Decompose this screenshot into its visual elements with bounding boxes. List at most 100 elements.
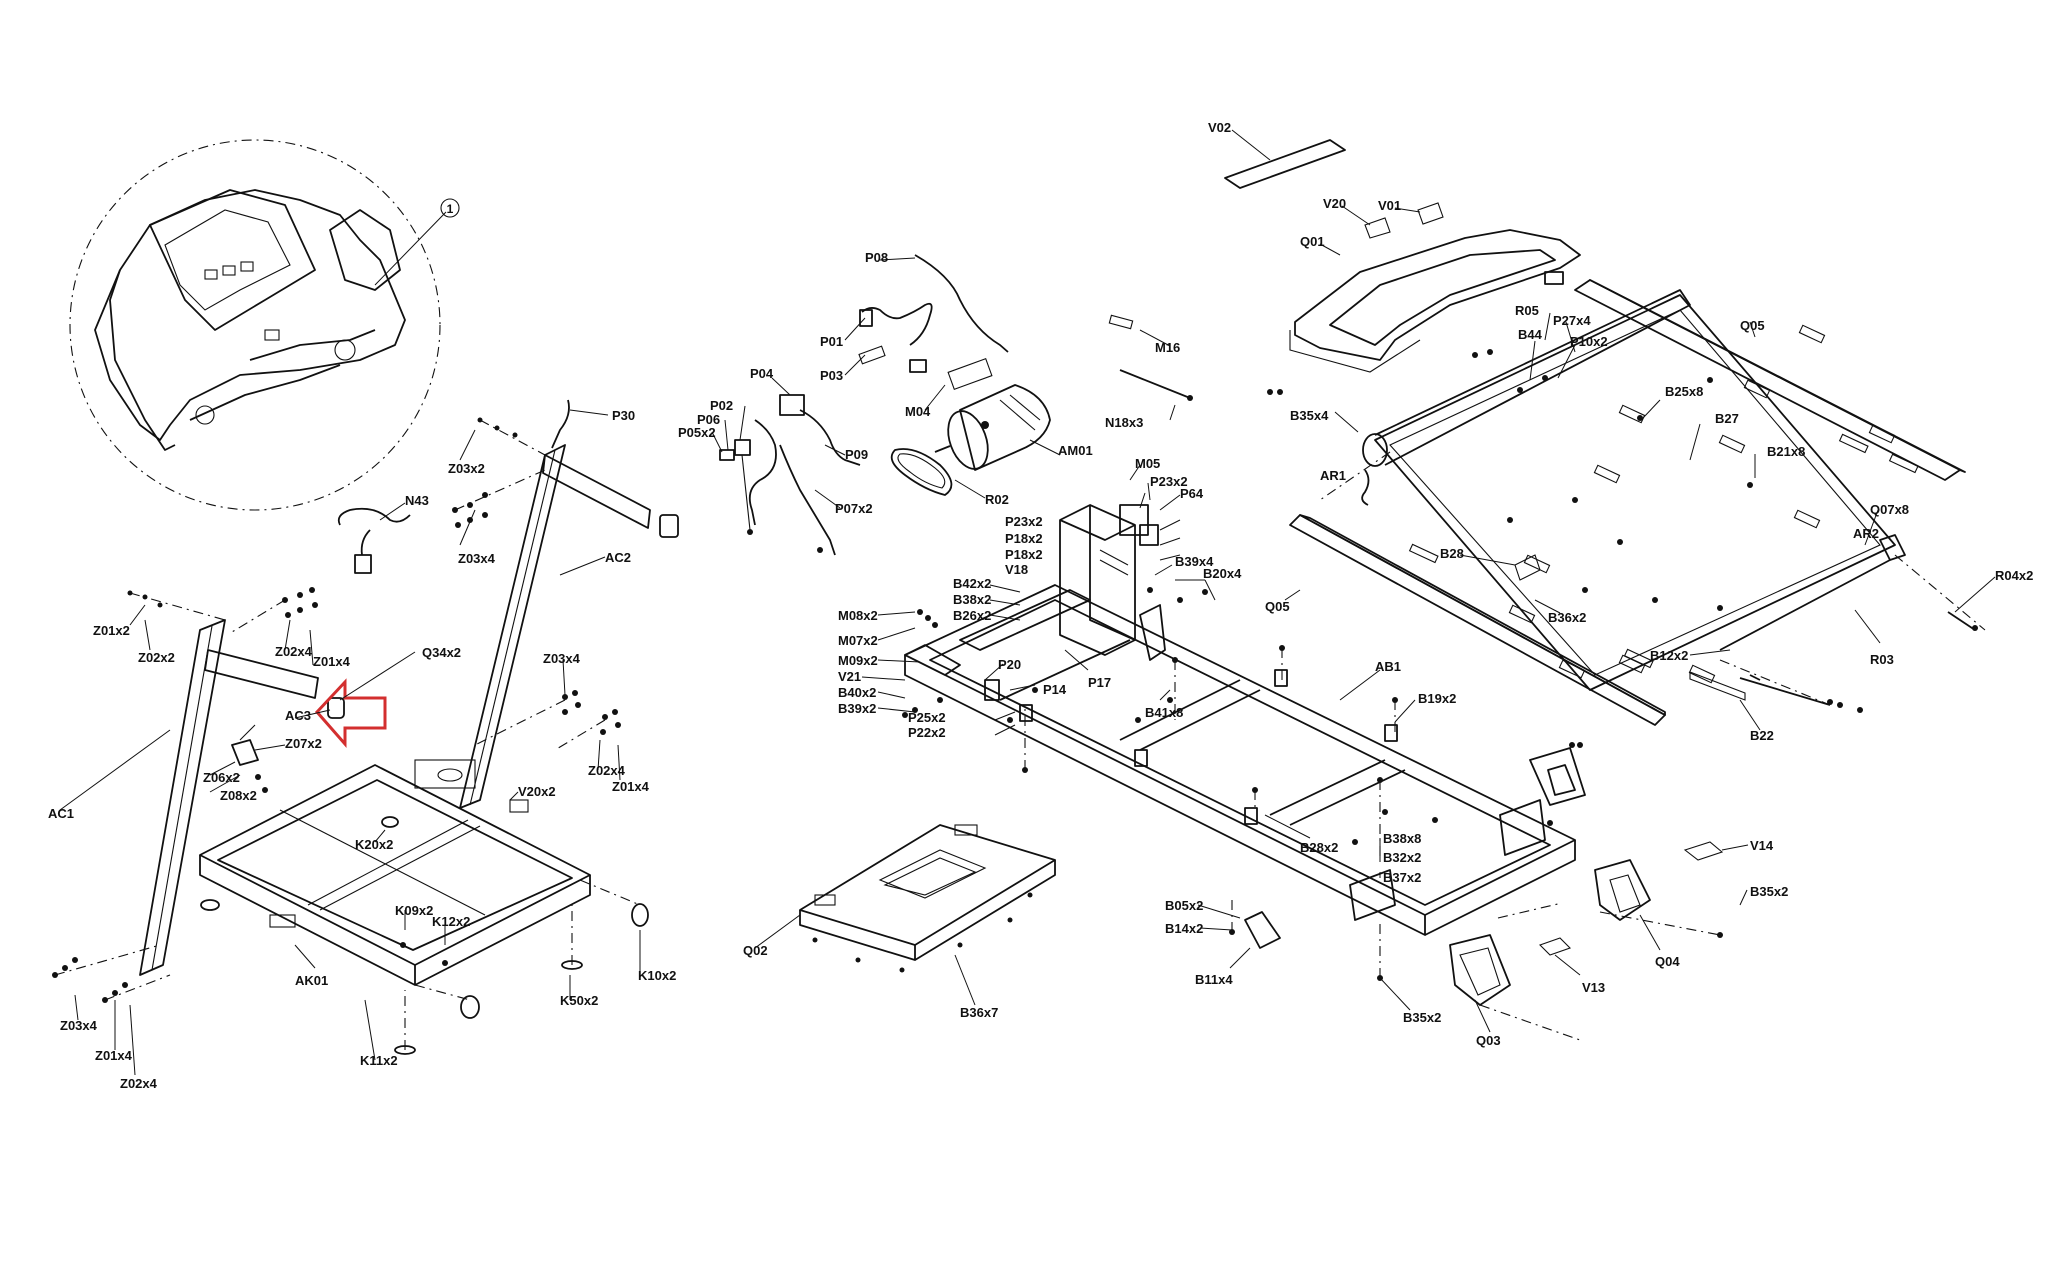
label-K11x2: K11x2: [360, 1053, 398, 1068]
label-Z03x4-upper: Z03x4: [458, 551, 496, 566]
leader-lines: [59, 129, 1996, 1076]
label-V01: V01: [1378, 198, 1401, 213]
label-Z07x2: Z07x2: [285, 736, 322, 751]
label-B27: B27: [1715, 411, 1739, 426]
label-Q03: Q03: [1476, 1033, 1501, 1048]
label-B44: B44: [1518, 327, 1543, 342]
label-B37x2: B37x2: [1383, 870, 1421, 885]
label-AR2: AR2: [1853, 526, 1879, 541]
label-Q05-front: Q05: [1265, 599, 1290, 614]
label-V13: V13: [1582, 980, 1605, 995]
label-M04: M04: [905, 404, 931, 419]
label-AR1: AR1: [1320, 468, 1346, 483]
highlight-arrow: [314, 678, 387, 748]
label-Q05-rear: Q05: [1740, 318, 1765, 333]
label-B28x2: B28x2: [1300, 840, 1338, 855]
label-P08: P08: [865, 250, 888, 265]
label-B20x4: B20x4: [1203, 566, 1242, 581]
label-P23x2: P23x2: [1005, 514, 1043, 529]
label-P07x2: P07x2: [835, 501, 873, 516]
label-P04: P04: [750, 366, 774, 381]
label-B41x8: B41x8: [1145, 705, 1183, 720]
label-R05: R05: [1515, 303, 1539, 318]
label-M05: M05: [1135, 456, 1160, 471]
label-P25x2: P25x2: [908, 710, 946, 725]
label-K20x2: K20x2: [355, 837, 393, 852]
label-V14: V14: [1750, 838, 1774, 853]
label-Z02x2: Z02x2: [138, 650, 175, 665]
label-Z01x4-mid: Z01x4: [612, 779, 650, 794]
label-AC2: AC2: [605, 550, 631, 565]
label-R02: R02: [985, 492, 1009, 507]
label-P10x2: P10x2: [1570, 334, 1608, 349]
label-K12x2: K12x2: [432, 914, 470, 929]
motor-hood-base: [799, 824, 1056, 973]
label-B11x4: B11x4: [1195, 972, 1233, 987]
label-B14x2: B14x2: [1165, 921, 1203, 936]
label-M07x2: M07x2: [838, 633, 878, 648]
label-AB1: AB1: [1375, 659, 1401, 674]
label-M09x2: M09x2: [838, 653, 878, 668]
label-B36x7: B36x7: [960, 1005, 998, 1020]
label-B26x2: B26x2: [953, 608, 991, 623]
label-V21: V21: [838, 669, 861, 684]
label-AC3: AC3: [285, 708, 311, 723]
label-R03: R03: [1870, 652, 1894, 667]
console-detail-callout: 1: [69, 139, 460, 511]
label-Q07x8: Q07x8: [1870, 502, 1909, 517]
label-B35x2-right: B35x2: [1750, 884, 1788, 899]
label-B40x2: B40x2: [838, 685, 876, 700]
label-P17: P17: [1088, 675, 1111, 690]
label-Z08x2: Z08x2: [220, 788, 257, 803]
part-labels: V02 V20 V01 Q01 Q05 R05 P27x4 B44 P10x2 …: [48, 120, 2033, 1091]
label-V18: V18: [1005, 562, 1028, 577]
label-Z02x4-upper: Z02x4: [275, 644, 313, 659]
label-B39x4: B39x4: [1175, 554, 1214, 569]
label-Q04: Q04: [1655, 954, 1680, 969]
label-Z02x4-lower: Z02x4: [120, 1076, 158, 1091]
label-P14: P14: [1043, 682, 1067, 697]
motor-electrical-assembly: [719, 254, 1193, 661]
label-P22x2: P22x2: [908, 725, 946, 740]
label-P30: P30: [612, 408, 635, 423]
label-P01: P01: [820, 334, 843, 349]
label-Z03x4-lower: Z03x4: [60, 1018, 98, 1033]
label-AM01: AM01: [1058, 443, 1093, 458]
label-P27x4: P27x4: [1553, 313, 1591, 328]
label-N43: N43: [405, 493, 429, 508]
label-K50x2: K50x2: [560, 993, 598, 1008]
label-Z03x2: Z03x2: [448, 461, 485, 476]
label-P05x2: P05x2: [678, 425, 716, 440]
label-Z03x4-mid: Z03x4: [543, 651, 581, 666]
label-P23x2-top: P23x2: [1150, 474, 1188, 489]
label-P09: P09: [845, 447, 868, 462]
label-AK01: AK01: [295, 973, 328, 988]
label-B42x2: B42x2: [953, 576, 991, 591]
label-M16: M16: [1155, 340, 1180, 355]
label-P64: P64: [1180, 486, 1204, 501]
label-AC1: AC1: [48, 806, 74, 821]
running-deck-assembly: [1224, 139, 1986, 726]
label-B36x2: B36x2: [1548, 610, 1586, 625]
label-P02: P02: [710, 398, 733, 413]
label-B28: B28: [1440, 546, 1464, 561]
label-P18x2-a: P18x2: [1005, 531, 1043, 546]
label-Z01x2: Z01x2: [93, 623, 130, 638]
label-B25x8: B25x8: [1665, 384, 1703, 399]
label-B38x2: B38x2: [953, 592, 991, 607]
label-P18x2-b: P18x2: [1005, 547, 1043, 562]
main-deck-frame: [902, 584, 1724, 1041]
label-Z01x4-lower: Z01x4: [95, 1048, 133, 1063]
label-B22: B22: [1750, 728, 1774, 743]
label-Z06x2: Z06x2: [203, 770, 240, 785]
label-Q02: Q02: [743, 943, 768, 958]
label-P06: P06: [697, 412, 720, 427]
label-P20: P20: [998, 657, 1021, 672]
label-V20x2: V20x2: [518, 784, 556, 799]
callout-number: 1: [447, 202, 454, 216]
label-Z02x4-mid: Z02x4: [588, 763, 626, 778]
label-B38x8: B38x8: [1383, 831, 1421, 846]
label-P03: P03: [820, 368, 843, 383]
label-B19x2: B19x2: [1418, 691, 1456, 706]
